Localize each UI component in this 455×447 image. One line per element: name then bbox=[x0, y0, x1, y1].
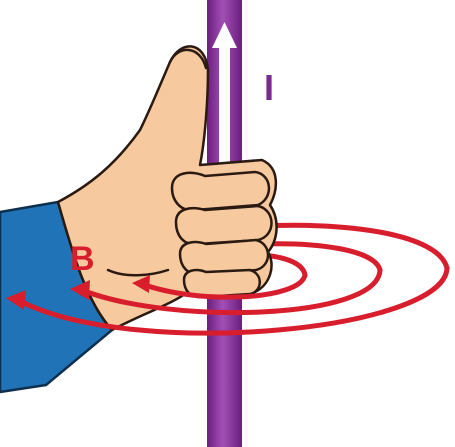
field-arrow-outer-icon bbox=[6, 290, 26, 310]
field-direction-arrows bbox=[6, 275, 150, 310]
field-loop-outer-front bbox=[19, 265, 450, 336]
knuckle-crease bbox=[106, 268, 170, 277]
field-loop-inner-front bbox=[139, 272, 308, 300]
hand-icon bbox=[56, 45, 278, 332]
finger-index bbox=[170, 170, 271, 212]
current-label: I bbox=[264, 67, 274, 108]
current-arrow-icon bbox=[212, 22, 237, 177]
finger-ring bbox=[178, 238, 270, 276]
field-lines-front bbox=[19, 265, 450, 336]
field-loop-middle-front bbox=[79, 267, 383, 316]
field-label: B bbox=[70, 240, 95, 278]
thumb bbox=[168, 48, 208, 70]
field-arrow-middle-icon bbox=[70, 280, 90, 300]
finger-middle bbox=[174, 204, 273, 246]
field-arrow-inner-icon bbox=[132, 275, 150, 293]
